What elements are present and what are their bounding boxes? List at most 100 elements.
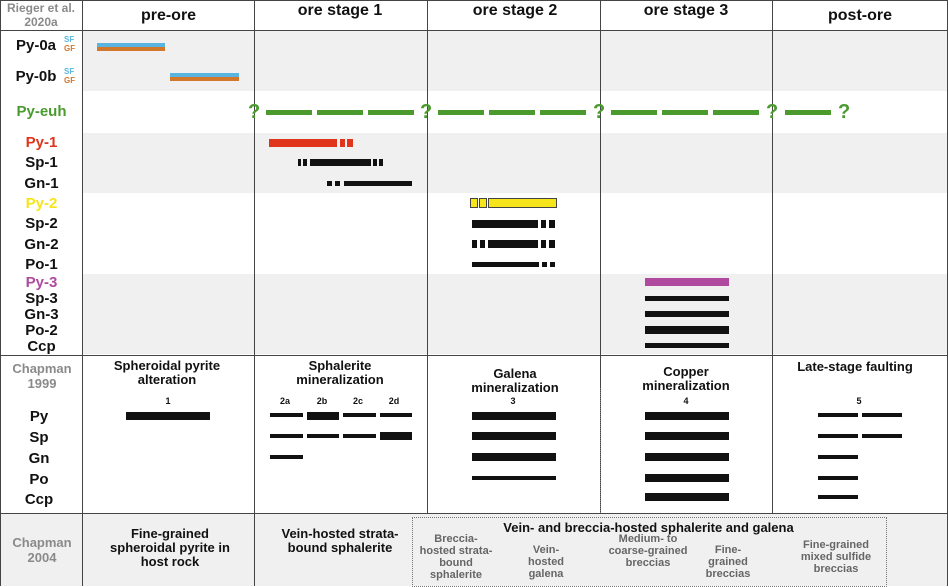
row-label-po1: Po-1: [25, 256, 58, 273]
gn2-bar: [472, 240, 477, 248]
chapman2004-sub: Vein-hosted galena: [527, 544, 565, 580]
row-label-gn1: Gn-1: [24, 175, 59, 192]
stage-header: ore stage 1: [297, 2, 383, 19]
ccp-bar-4: [645, 493, 729, 501]
py-bar-3: [472, 412, 556, 420]
mineral-label-ccp: Ccp: [24, 491, 54, 508]
divider: [0, 30, 948, 31]
row-label-py0a: Py-0a: [15, 37, 57, 54]
row-label-py1: Py-1: [25, 134, 58, 151]
sp1-bar: [379, 159, 383, 166]
stage-header: ore stage 2: [472, 2, 558, 19]
divider: [254, 0, 255, 513]
ccp-bar-5: [818, 495, 858, 499]
stage-header: post-ore: [828, 7, 892, 24]
py0b-sf-bar: [170, 73, 239, 77]
po-bar-4: [645, 474, 729, 482]
divider: [427, 0, 428, 513]
stage-number: 2a: [279, 396, 290, 406]
pyeuh-segment: [438, 110, 484, 115]
band-py-stage1: [83, 133, 948, 193]
pyeuh-segment: [368, 110, 414, 115]
mineral-label-py: Py: [29, 408, 49, 425]
sp-bar-5: [862, 434, 902, 438]
py-bar-5: [818, 413, 858, 417]
gn-bar-2a: [270, 455, 303, 459]
pyeuh-segment: [489, 110, 535, 115]
stage-number: 2c: [352, 396, 363, 406]
py0a-gf-bar: [97, 47, 165, 51]
sp-bar-4: [645, 432, 729, 440]
sf-label: SF: [64, 67, 75, 76]
gf-label: GF: [64, 76, 76, 85]
py-bar-2a: [270, 413, 303, 417]
row-label-py2: Py-2: [25, 195, 58, 212]
mineral-label-po: Po: [29, 471, 49, 488]
row-label-sp2: Sp-2: [25, 215, 58, 232]
chapman1999-title: Galena mineralization: [471, 366, 559, 395]
py3-bar: [645, 278, 729, 286]
stage-number: 1: [165, 396, 171, 406]
gn2-bar: [549, 240, 555, 248]
divider: [0, 0, 1, 586]
sp-bar-2d: [380, 432, 412, 440]
gn1-bar: [344, 181, 412, 186]
band-chapman2004: [83, 513, 948, 586]
divider: [254, 513, 255, 586]
gn2-bar: [541, 240, 546, 248]
py1-bar: [347, 139, 353, 147]
band-py0: [83, 31, 948, 91]
pyeuh-segment: [317, 110, 363, 115]
stage-header: ore stage 3: [643, 2, 729, 19]
py-bar-2b: [307, 412, 339, 420]
po1-bar: [550, 262, 555, 267]
chapman2004-sub: Fine-grained breccias: [705, 544, 751, 580]
po-bar-5: [818, 476, 858, 480]
divider: [0, 0, 948, 1]
sp2-bar: [549, 220, 555, 228]
row-label-sp1: Sp-1: [25, 154, 58, 171]
chapman1999-title: Copper mineralization: [642, 364, 730, 393]
gn1-bar: [335, 181, 340, 186]
question-mark: ?: [593, 101, 606, 123]
gn1-bar: [327, 181, 332, 186]
gn2-bar: [488, 240, 538, 248]
stage-number: 2d: [388, 396, 400, 406]
sp-bar-5: [818, 434, 858, 438]
row-label-sp3: Sp-3: [25, 290, 58, 307]
row-label-gn3: Gn-3: [24, 306, 59, 323]
sp2-bar: [541, 220, 546, 228]
sp-bar-2c: [343, 434, 376, 438]
chapman1999-title: Sphalerite mineralization: [296, 358, 384, 387]
po1-bar: [472, 262, 539, 267]
py2-bar: [488, 198, 557, 208]
label-col-bg-2004: [0, 513, 83, 586]
chapman2004-group: Vein- and breccia-hosted sphalerite and …: [503, 520, 794, 535]
chapman2004-vein: Vein-hosted strata-bound sphalerite: [281, 526, 399, 555]
sp-bar-2a: [270, 434, 303, 438]
divider: [772, 0, 773, 513]
source-rieger: Rieger et al. 2020a: [6, 1, 76, 29]
stage-number: 5: [856, 396, 862, 406]
source-chapman2004: Chapman 2004: [12, 535, 72, 565]
pyeuh-segment: [540, 110, 586, 115]
pyeuh-segment: [785, 110, 831, 115]
dotted-box-upper: [600, 388, 948, 513]
divider: [82, 0, 83, 586]
question-mark: ?: [420, 101, 433, 123]
sp-bar-3: [472, 432, 556, 440]
source-chapman1999: Chapman 1999: [12, 361, 72, 391]
gn-bar-3: [472, 453, 556, 461]
chapman2004-pre: Fine-grained spheroidal pyrite in host r…: [110, 526, 230, 569]
py-bar-5: [862, 413, 902, 417]
gn2-bar: [480, 240, 485, 248]
chapman2004-sub: Medium- to coarse-grained breccias: [608, 533, 688, 569]
sp-bar-2b: [307, 434, 339, 438]
row-label-pyeuh: Py-euh: [16, 103, 67, 120]
row-label-ccp: Ccp: [27, 338, 56, 355]
po1-bar: [542, 262, 547, 267]
divider: [0, 513, 948, 514]
band-py-stage3: [83, 274, 948, 354]
pyeuh-segment: [266, 110, 312, 115]
stage-number: 2b: [316, 396, 328, 406]
